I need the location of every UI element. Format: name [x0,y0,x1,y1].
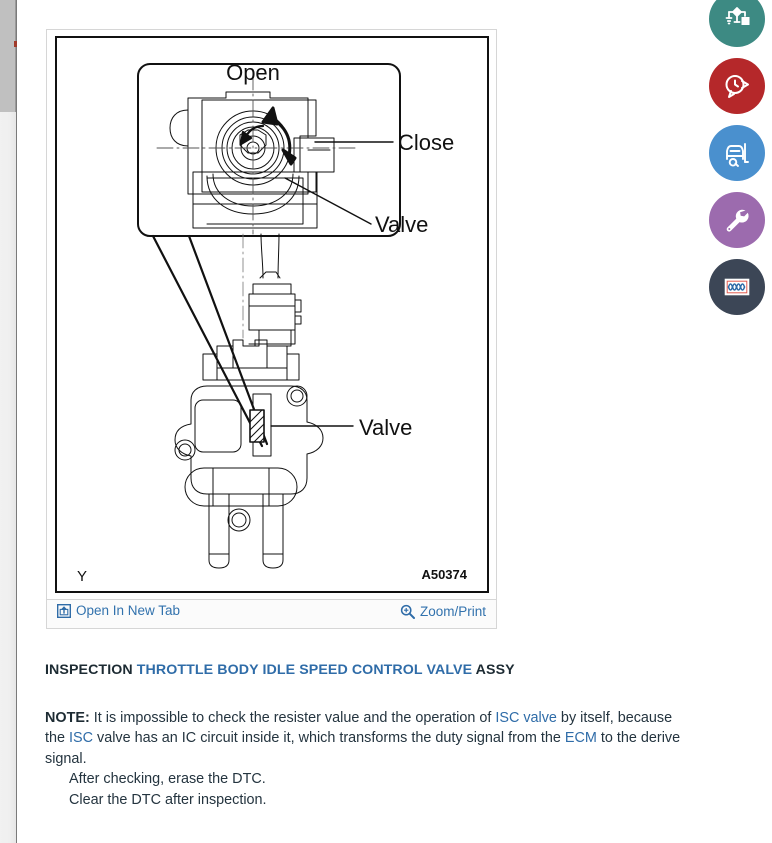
zoom-print-label: Zoom/Print [419,603,486,619]
note-segment-4: to the derive signal. [45,730,681,767]
figure-panel: Open Close Valve Valve Y A50374 [46,29,497,629]
figure-image[interactable]: Open Close Valve Valve Y A50374 [47,30,496,601]
heading-link[interactable]: THROTTLE BODY IDLE SPEED CONTROL VALVE [136,662,473,678]
scrollbar-position-marker [14,41,17,47]
detail-callout-box [137,63,401,237]
note-link-ecm[interactable]: ECM [564,730,597,746]
diagnostic-trouble-code-icon [722,71,752,101]
label-open: Open [226,60,280,85]
document-content-area: Open Close Valve Valve Y A50374 [19,0,702,843]
diagnostic-trouble-code-button[interactable] [709,58,765,114]
vehicle-lift-icon [722,138,752,168]
label-valve-detail: Valve [375,212,428,237]
note-link-isc-valve[interactable]: ISC valve [495,709,557,726]
note-link-isc[interactable]: ISC [69,730,94,746]
figure-image-code: A50374 [421,567,467,582]
vertical-scrollbar-thumb[interactable] [0,0,16,112]
note-segment-2: by itself, because the [45,709,673,747]
open-in-new-tab-label: Open In New Tab [76,603,181,619]
vertical-scrollbar-track[interactable] [0,0,17,843]
waveform-button[interactable] [709,259,765,315]
wrench-tool-icon [722,205,752,235]
open-in-new-window-icon [57,604,71,618]
magnifier-plus-icon [400,604,415,619]
note-bullet-2: Clear the DTC after inspection. [69,791,267,808]
note-paragraph: NOTE: It is impossible to check the resi… [45,708,685,770]
article-body: INSPECTION THROTTLE BODY IDLE SPEED CONT… [45,660,685,810]
special-service-tools-button[interactable] [709,192,765,248]
label-close: Close [398,130,454,155]
note-segment-1: It is impossible to check the resister v… [93,709,496,726]
throttle-body-isc-valve-diagram: Open Close Valve Valve Y A50374 [77,60,468,585]
page-left-edge [17,0,19,843]
wiring-diagram-button[interactable] [709,0,765,47]
inspection-heading: INSPECTION THROTTLE BODY IDLE SPEED CONT… [45,660,685,681]
heading-prefix: INSPECTION [45,662,133,678]
figure-corner-label: Y [77,568,87,585]
figure-toolbar: Open In New Tab Zoom/Print [47,599,496,628]
quick-action-rail [702,0,772,843]
wiring-diagram-icon [722,4,752,34]
figure-inner-border [55,36,489,593]
label-valve-body: Valve [359,415,412,440]
zoom-print-button[interactable]: Zoom/Print [400,604,486,619]
note-label: NOTE: [45,709,90,726]
vehicle-lift-button[interactable] [709,125,765,181]
waveform-oscilloscope-icon [722,272,752,302]
heading-suffix: ASSY [475,662,515,678]
note-segment-3: valve has an IC circuit inside it, which… [93,730,565,746]
note-bullet-1: After checking, erase the DTC. [69,771,266,787]
open-in-new-tab-button[interactable]: Open In New Tab [57,604,180,618]
